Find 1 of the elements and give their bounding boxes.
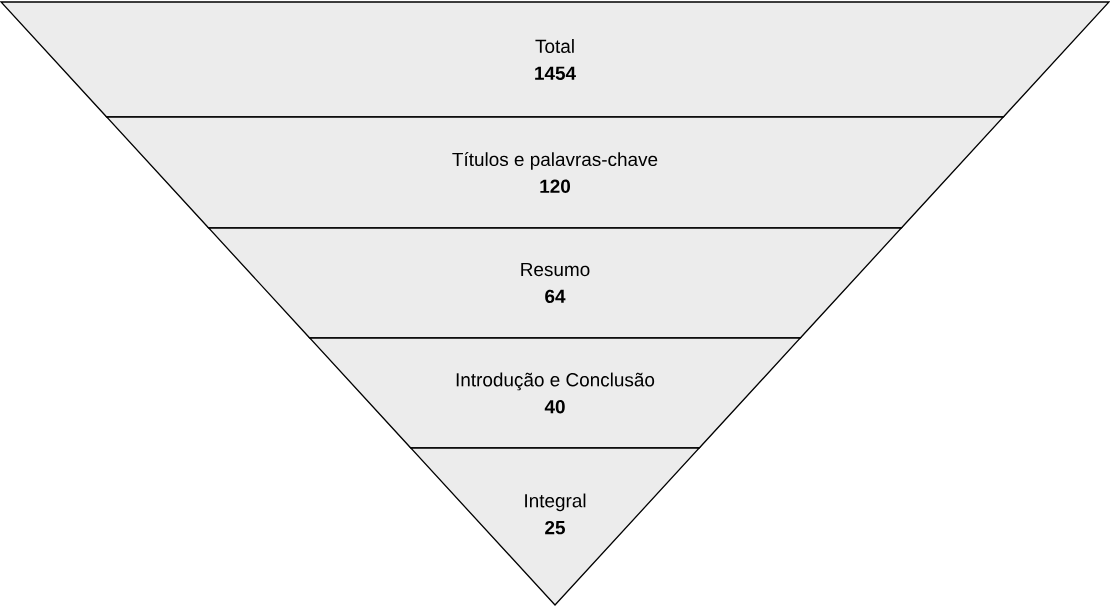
funnel-band: Total 1454: [0, 1, 1110, 118]
